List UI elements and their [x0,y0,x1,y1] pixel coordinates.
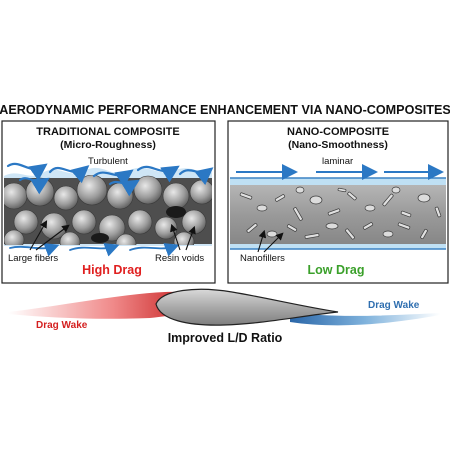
nanofiller [362,222,374,230]
rough-composite-section [4,175,212,245]
nanofiller [391,186,401,194]
nanofiller [266,230,278,238]
turbulent-arrow [69,243,120,257]
nanofiller [345,228,355,240]
fillers-callout-line [257,229,267,253]
right-panel-heading: NANO-COMPOSITE [287,126,389,138]
nanofiller [434,206,442,218]
turbulent-arrow [108,179,140,197]
fibers-callout-label: Large fibers [8,253,58,264]
laminar-label: laminar [322,156,353,167]
nanofillers-group [239,186,442,240]
voids-callout-line-2 [185,225,196,251]
large-fiber [13,209,39,235]
turbulent-label: Turbulent [88,156,128,167]
resin-void [166,206,186,218]
large-fiber [71,209,97,235]
turbulent-arrow [48,165,90,184]
large-fiber [59,231,81,245]
large-fiber [133,175,163,205]
low-drag-label: Low Drag [308,263,365,277]
nanofiller [420,228,428,240]
large-fiber [127,209,153,235]
left-panel-heading: TRADITIONAL COMPOSITE [36,126,179,138]
turbulent-flow-arrows [6,162,214,257]
left-drag-wake-label: Drag Wake [36,320,88,331]
fillers-callout-line-2 [263,232,284,253]
nanofiller [382,193,394,207]
laminar-bottom-layer [230,244,446,249]
right-drag-wake-label: Drag Wake [368,300,420,311]
nanofiller [364,204,376,212]
red-drag-wake [8,291,199,319]
ld-ratio-caption: Improved L/D Ratio [168,331,283,345]
large-fiber [154,216,178,240]
high-drag-label: High Drag [82,263,142,277]
nanofiller [295,186,305,194]
turbulent-arrow [136,165,180,183]
airfoil-shape [155,288,339,326]
turbulent-arrow [92,169,134,187]
large-fiber [162,182,190,210]
turbulent-arrow [129,243,180,257]
nanofiller [239,192,253,200]
nanofiller [293,207,303,221]
nanofiller [347,191,357,201]
left-panel: TRADITIONAL COMPOSITE (Micro-Roughness) … [1,120,216,284]
nanofiller [246,223,258,233]
nano-composite-section [230,185,446,244]
large-fiber [53,185,79,211]
turbulent-arrow [18,177,50,195]
fibers-callout-line-2 [35,224,70,251]
fibers-callout-line [29,220,48,251]
nanofiller [397,222,411,230]
nanofiller [309,195,323,205]
voids-callout-line [170,223,181,251]
turbulent-arrow [178,167,214,186]
large-fiber [106,182,134,210]
nanofiller [304,233,320,239]
blue-drag-wake [290,312,440,326]
fillers-callout-label: Nanofillers [240,253,285,264]
turbulent-arrow [9,243,60,257]
laminar-top-layer [230,178,446,185]
nanofiller [325,222,339,230]
airfoil-illustration: Drag Wake Drag Wake Improved L/D Ratio [8,288,440,345]
turbulent-arrow [6,162,48,181]
figure-title: AERODYNAMIC PERFORMANCE ENHANCEMENT VIA … [0,103,450,117]
nanofiller [286,224,298,232]
resin-void [91,233,109,243]
nanofiller [337,187,347,193]
right-panel: NANO-COMPOSITE (Nano-Smoothness) laminar… [227,120,449,284]
nanofiller [400,210,412,218]
nanofiller [274,194,286,202]
nanofiller [382,230,394,238]
large-fiber [76,175,108,206]
nanofiller [327,208,341,216]
nanofiller [417,193,431,203]
large-fiber [4,182,28,210]
right-panel-subheading: (Nano-Smoothness) [288,139,388,151]
left-panel-subheading: (Micro-Roughness) [60,139,156,151]
voids-callout-label: Resin voids [155,253,204,264]
nanofiller [256,204,268,212]
large-fiber [4,229,25,245]
large-fiber [189,179,212,205]
